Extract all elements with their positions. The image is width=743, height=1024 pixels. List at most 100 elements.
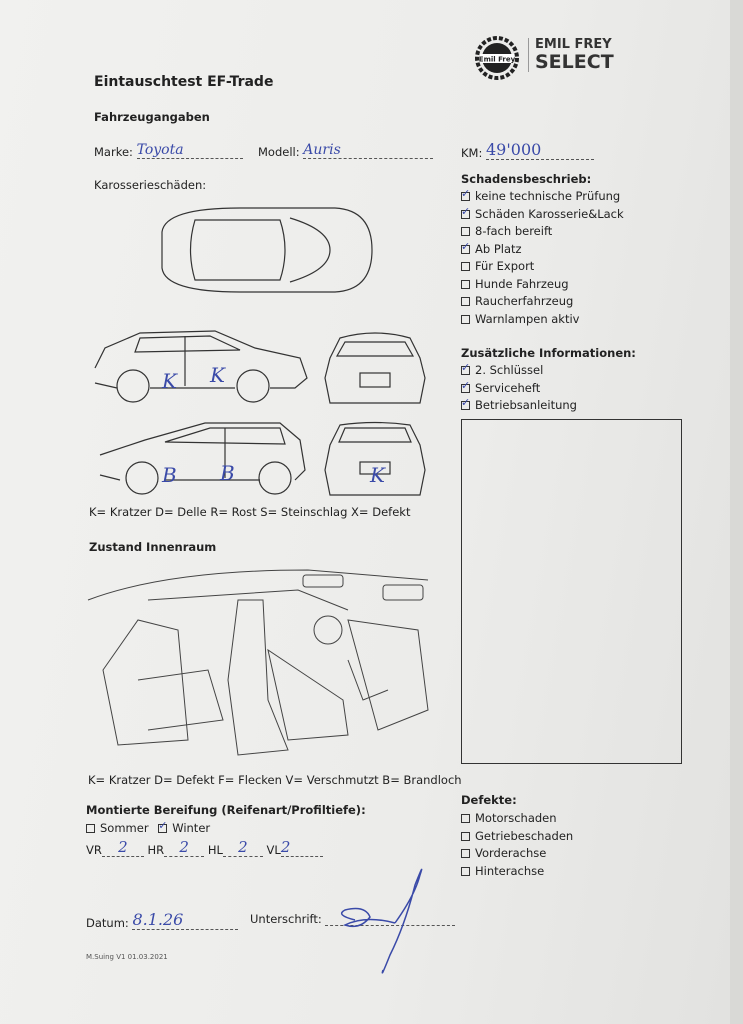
km-label: KM: — [461, 146, 483, 160]
vr-value[interactable]: 2 — [101, 838, 144, 857]
additional-info-item[interactable]: 2. Schlüssel — [461, 361, 636, 381]
checkbox[interactable] — [461, 814, 470, 823]
car-rear-view — [324, 421, 426, 496]
defect-item[interactable]: Motorschaden — [461, 811, 573, 829]
damage-description-item[interactable]: Für Export — [461, 259, 636, 277]
damage-description-item[interactable]: keine technische Prüfung — [461, 187, 636, 207]
checkbox-label: Für Export — [475, 259, 535, 273]
checkbox[interactable] — [461, 279, 470, 289]
damage-mark: B — [219, 461, 235, 485]
checkbox-label: Ab Platz — [475, 241, 522, 256]
emil-frey-badge-icon: Emil Frey — [475, 36, 519, 80]
vr-label: VR — [86, 843, 102, 857]
checkbox[interactable] — [461, 240, 470, 254]
car-front-view — [324, 332, 426, 404]
additional-info-label: Zusätzliche Informationen: — [461, 346, 636, 360]
version-note: M.Suing V1 01.03.2021 — [86, 953, 168, 961]
brand-label: Marke: — [94, 145, 133, 159]
checkbox-label: Raucherfahrzeug — [475, 294, 574, 308]
defects-label: Defekte: — [461, 793, 517, 807]
date-label: Datum: — [86, 916, 129, 930]
damage-description-item[interactable]: Schäden Karosserie&Lack — [461, 205, 636, 225]
checkbox[interactable] — [461, 866, 470, 876]
car-body-diagram[interactable]: K K B B K — [90, 200, 440, 500]
checkbox[interactable] — [461, 262, 470, 271]
model-value[interactable]: Auris — [303, 142, 434, 159]
damage-mark: K — [209, 363, 226, 387]
checkbox-label: 8-fach bereift — [475, 224, 553, 238]
handwritten-signature — [340, 868, 423, 974]
checkbox-label: Hinterachse — [475, 863, 545, 878]
emil-frey-logo: Emil Frey — [474, 36, 520, 84]
damage-description-section: Schadensbeschrieb: keine technische Prüf… — [461, 172, 636, 416]
hr-value[interactable]: 2 — [164, 838, 205, 857]
checkbox[interactable] — [461, 831, 470, 841]
checkbox[interactable] — [461, 205, 470, 219]
checkbox[interactable] — [461, 227, 470, 236]
damage-mark: K — [369, 463, 386, 487]
summer-label: Sommer — [100, 821, 149, 835]
tire-type-row: Sommer Winter — [86, 819, 210, 835]
defect-item[interactable]: Getriebeschaden — [461, 829, 573, 847]
vl-value[interactable]: 2 — [280, 838, 323, 857]
defect-item[interactable]: Hinterachse — [461, 864, 573, 882]
logo-line1: EMIL FREY — [535, 37, 612, 52]
damage-mark: K — [161, 369, 178, 393]
car-top-view — [161, 207, 373, 293]
checkbox[interactable] — [461, 361, 470, 375]
km-field: KM: 49'000 — [461, 140, 594, 160]
damage-description-label: Schadensbeschrieb: — [461, 172, 592, 186]
checkbox[interactable] — [461, 314, 470, 324]
notes-box[interactable] — [461, 419, 682, 764]
vl-label: VL — [266, 843, 281, 857]
checkbox[interactable] — [461, 297, 470, 306]
interior-diagram[interactable] — [87, 560, 438, 765]
hr-label: HR — [147, 843, 165, 857]
date-field: Datum: 8.1.26 — [86, 910, 239, 930]
checkbox-label: Betriebsanleitung — [475, 398, 577, 412]
damage-description-item[interactable]: Warnlampen aktiv — [461, 312, 636, 330]
checkbox[interactable] — [461, 849, 470, 858]
logo-line2: SELECT — [535, 51, 614, 73]
checkbox-label: keine technische Prüfung — [475, 189, 621, 203]
hl-value[interactable]: 2 — [222, 838, 263, 857]
summer-checkbox[interactable] — [86, 824, 95, 833]
km-value[interactable]: 49'000 — [486, 140, 594, 160]
checkbox-label: Vorderachse — [475, 846, 547, 860]
form-title: Eintauschtest EF-Trade — [94, 74, 274, 90]
damage-description-item[interactable]: 8-fach bereift — [461, 224, 636, 242]
checkbox[interactable] — [461, 187, 470, 201]
signature-field: Unterschrift: — [250, 912, 456, 926]
checkbox-label: 2. Schlüssel — [475, 363, 544, 377]
brand-field: Marke: Toyota — [94, 142, 243, 159]
checkbox-label: Schäden Karosserie&Lack — [475, 206, 624, 221]
checkbox-label: Warnlampen aktiv — [475, 311, 580, 326]
checkbox[interactable] — [461, 379, 470, 393]
checkbox-label: Hunde Fahrzeug — [475, 276, 569, 291]
defect-item[interactable]: Vorderachse — [461, 846, 573, 864]
additional-info-item[interactable]: Serviceheft — [461, 379, 636, 399]
interior-label: Zustand Innenraum — [89, 540, 217, 554]
model-field: Modell: Auris — [258, 142, 434, 159]
brand-value[interactable]: Toyota — [136, 142, 243, 159]
car-side-view-left — [99, 422, 306, 495]
damage-description-item[interactable]: Hunde Fahrzeug — [461, 277, 636, 295]
vehicle-section-label: Fahrzeugangaben — [94, 110, 210, 124]
signature-line[interactable] — [325, 912, 456, 926]
checkbox[interactable] — [461, 396, 470, 410]
car-side-view-right — [94, 330, 308, 403]
model-label: Modell: — [258, 145, 300, 159]
signature-label: Unterschrift: — [250, 912, 322, 926]
body-damage-label: Karosserieschäden: — [94, 178, 207, 192]
winter-checkbox[interactable] — [158, 819, 167, 833]
additional-info-item[interactable]: Betriebsanleitung — [461, 396, 636, 416]
select-logo: EMIL FREY SELECT — [528, 38, 614, 72]
date-value[interactable]: 8.1.26 — [132, 910, 239, 930]
checkbox-label: Motorschaden — [475, 811, 557, 825]
damage-description-item[interactable]: Raucherfahrzeug — [461, 294, 636, 312]
damage-description-item[interactable]: Ab Platz — [461, 240, 636, 260]
checkbox-label: Serviceheft — [475, 380, 541, 395]
svg-text:Emil Frey: Emil Frey — [479, 56, 516, 64]
